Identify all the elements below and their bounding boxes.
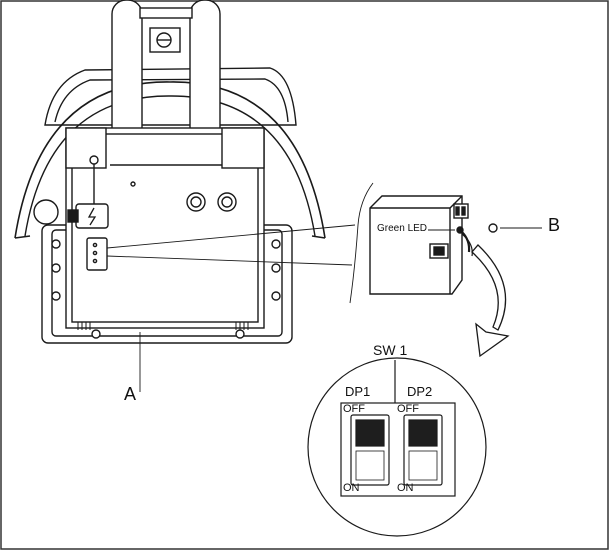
callout-lines — [106, 182, 542, 392]
side-knob — [33, 199, 59, 225]
label-sw1: SW 1 — [373, 342, 408, 358]
button-b — [488, 223, 498, 233]
label-a: A — [124, 384, 137, 404]
dp2-knob — [408, 419, 438, 447]
label-dp1: DP1 — [345, 384, 371, 399]
light-dome — [14, 81, 326, 239]
arrow-head — [475, 322, 510, 358]
opener-unit — [14, 0, 326, 344]
label-dp1-off: OFF — [343, 403, 365, 415]
receiver-detail — [369, 195, 498, 295]
screw-holes — [51, 155, 281, 339]
curved-arrow — [471, 244, 510, 358]
green-led-indicator — [456, 226, 464, 234]
label-dp1-on: ON — [343, 482, 360, 494]
label-dp2: DP2 — [407, 384, 433, 399]
dp1-knob — [355, 419, 385, 447]
label-green-led: Green LED — [377, 223, 428, 234]
switch-detail — [307, 357, 487, 537]
power-plug — [75, 203, 109, 229]
label-b: B — [548, 215, 561, 235]
label-dp2-on: ON — [397, 482, 414, 494]
label-dp2-off: OFF — [397, 403, 419, 415]
lightning-icon — [87, 207, 97, 226]
vent-grille — [77, 322, 249, 330]
